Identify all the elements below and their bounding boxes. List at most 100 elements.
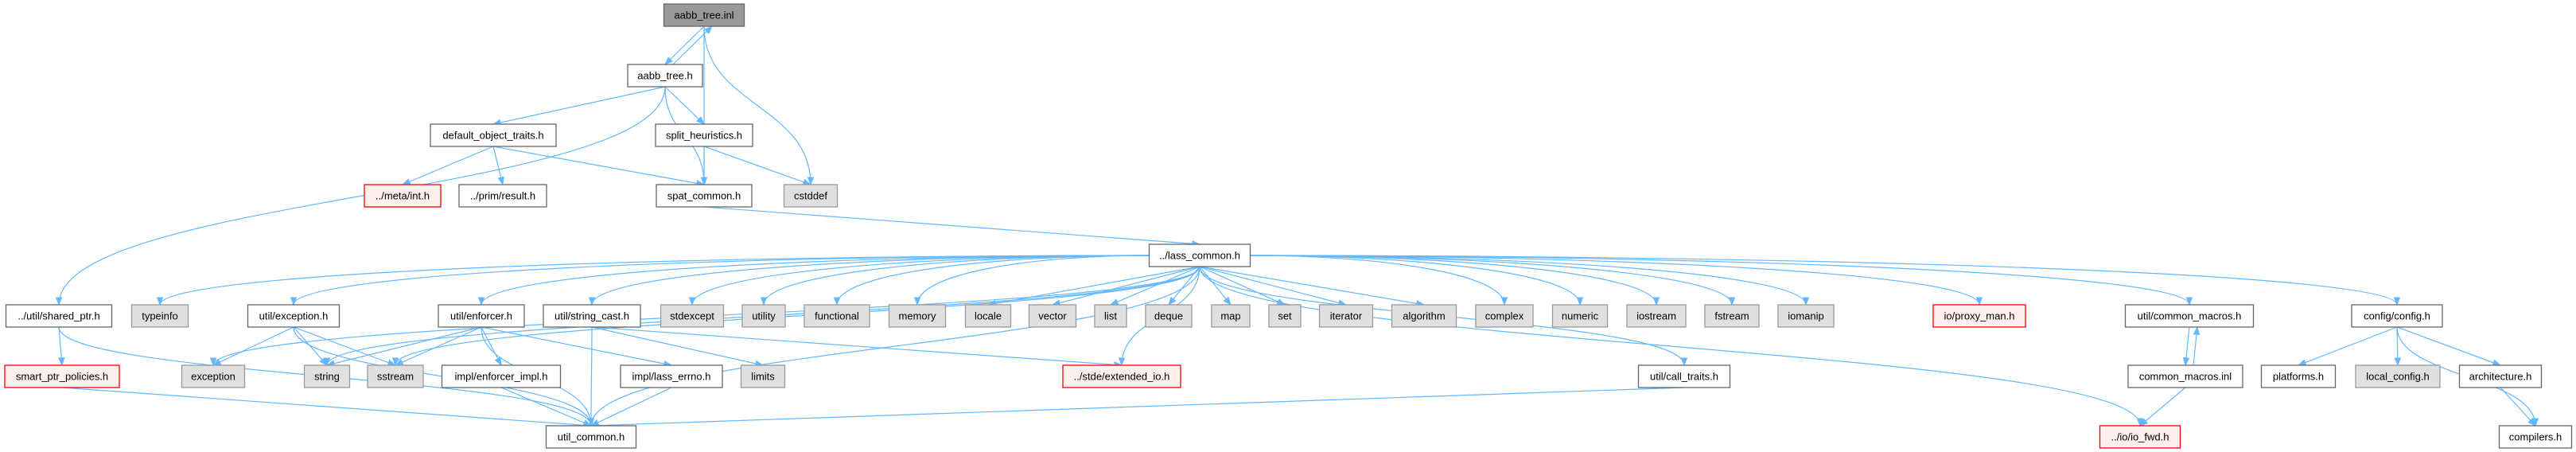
graph-node-proxyman[interactable]: io/proxy_man.h	[1932, 304, 2026, 328]
node-label: algorithm	[1403, 310, 1445, 322]
graph-node-numeric: numeric	[1551, 304, 1609, 328]
graph-node-vector: vector	[1028, 304, 1077, 328]
edge-lass-to-proxyman	[1250, 255, 1983, 306]
node-label: config/config.h	[2364, 310, 2430, 322]
graph-node-spat[interactable]: spat_common.h	[656, 184, 753, 208]
graph-node-fstream: fstream	[1704, 304, 1760, 328]
node-box	[2498, 425, 2573, 449]
graph-node-sharedptr[interactable]: ../util/shared_ptr.h	[5, 304, 113, 328]
graph-node-localcfg: local_config.h	[2355, 364, 2441, 388]
edge-lass-to-set	[1199, 266, 1286, 306]
nodes-layer: aabb_tree.inl aabb_tree.h default_object_t…	[4, 3, 2573, 449]
graph-node-typeinfo: typeinfo	[130, 304, 189, 328]
node-label: iterator	[1330, 310, 1363, 322]
edge-split-to-cstddef	[703, 146, 812, 185]
graph-node-enfimpl[interactable]: impl/enforcer_impl.h	[441, 364, 562, 388]
node-box	[1475, 304, 1534, 328]
graph-node-extio[interactable]: ../stde/extended_io.h	[1062, 364, 1181, 388]
node-box	[2355, 364, 2441, 388]
graph-node-inl[interactable]: aabb_tree.inl	[663, 3, 745, 27]
edge-enforcer-to-enfimpl	[481, 326, 502, 366]
edge-lass-to-fstream	[1250, 255, 1736, 306]
graph-node-cmacinl[interactable]: common_macros.inl	[2127, 364, 2243, 388]
edge-enfimpl-to-utilcommon	[500, 387, 592, 427]
edge-exch-to-exception	[212, 326, 294, 366]
graph-node-utility: utility	[741, 304, 786, 328]
edge-aabbh-to-dot	[492, 86, 666, 127]
node-box	[4, 364, 120, 388]
graph-node-errno[interactable]: impl/lass_errno.h	[620, 364, 723, 388]
edge-config-to-localcfg	[2394, 326, 2402, 367]
node-box	[1626, 304, 1687, 328]
graph-node-string: string	[303, 364, 351, 388]
edge-lass-to-utility	[760, 255, 1150, 306]
node-box	[303, 364, 351, 388]
edge-exch-to-string	[293, 326, 328, 366]
node-label: ../util/shared_ptr.h	[18, 310, 99, 322]
edge-strcast-to-limits	[591, 326, 765, 368]
graph-node-aabbh[interactable]: aabb_tree.h	[627, 64, 703, 88]
edge-errno-to-utilcommon	[590, 387, 672, 427]
node-label: set	[1278, 310, 1292, 322]
graph-node-calltraits[interactable]: util/call_traits.h	[1637, 364, 1731, 388]
graph-node-iofwd[interactable]: ../io/io_fwd.h	[2099, 425, 2181, 449]
node-label: memory	[899, 310, 936, 322]
graph-node-map: map	[1211, 304, 1251, 328]
node-label: compilers.h	[2509, 431, 2562, 443]
node-box	[1211, 304, 1251, 328]
node-label: default_object_traits.h	[442, 130, 543, 142]
graph-node-platforms[interactable]: platforms.h	[2260, 364, 2337, 388]
graph-node-config[interactable]: config/config.h	[2351, 304, 2443, 328]
graph-node-enforcer[interactable]: util/enforcer.h	[438, 304, 525, 328]
graph-node-complex: complex	[1475, 304, 1534, 328]
graph-node-result[interactable]: ../prim/result.h	[458, 184, 547, 208]
graph-node-compilers[interactable]: compilers.h	[2498, 425, 2573, 449]
node-box	[627, 64, 703, 88]
node-box	[1551, 304, 1609, 328]
node-label: map	[1220, 310, 1240, 322]
graph-node-arch[interactable]: architecture.h	[2458, 364, 2543, 388]
node-box	[545, 425, 637, 449]
node-label: iostream	[1636, 310, 1676, 322]
node-label: impl/enforcer_impl.h	[454, 371, 547, 383]
graph-node-exch[interactable]: util/exception.h	[247, 304, 340, 328]
node-box	[1094, 304, 1127, 328]
node-box	[783, 184, 839, 208]
edge-cmacinl-to-iofwd	[2139, 387, 2186, 427]
graph-node-dot[interactable]: default_object_traits.h	[430, 123, 557, 147]
node-label: numeric	[1562, 310, 1599, 322]
edge-lass-to-list	[1110, 266, 1200, 306]
edge-lass-to-typeinfo	[156, 255, 1150, 306]
node-label: deque	[1154, 310, 1183, 322]
node-box	[1145, 304, 1193, 328]
node-box	[364, 184, 442, 208]
edge-lass-to-utilcommon	[587, 266, 1200, 427]
node-box	[130, 304, 189, 328]
node-box	[1148, 244, 1251, 267]
edge-calltraits-to-utilcommon	[590, 387, 1685, 429]
edge-enforcer-to-string	[325, 326, 482, 367]
graph-node-strcast[interactable]: util/string_cast.h	[543, 304, 641, 328]
edge-inl-to-cstddef	[703, 25, 815, 186]
node-box	[1391, 304, 1457, 328]
graph-node-cmacros[interactable]: util/common_macros.h	[2124, 304, 2255, 328]
node-box	[1637, 364, 1731, 388]
graph-node-lass[interactable]: ../lass_common.h	[1148, 244, 1251, 267]
node-box	[2260, 364, 2337, 388]
node-box	[2124, 304, 2255, 328]
node-box	[458, 184, 547, 208]
edge-lass-to-map	[1199, 266, 1232, 306]
graph-node-smartptr[interactable]: smart_ptr_policies.h	[4, 364, 120, 388]
graph-node-exception: exception	[181, 364, 246, 388]
graph-node-metaint[interactable]: ../meta/int.h	[364, 184, 442, 208]
node-label: architecture.h	[2469, 371, 2532, 383]
graph-node-split[interactable]: split_heuristics.h	[655, 123, 753, 147]
node-label: ../stde/extended_io.h	[1074, 371, 1170, 383]
node-box	[2458, 364, 2543, 388]
graph-node-iomanip: iomanip	[1777, 304, 1835, 328]
node-label: aabb_tree.inl	[674, 10, 733, 21]
graph-node-utilcommon[interactable]: util_common.h	[545, 425, 637, 449]
edge-arch-to-compilers	[2500, 387, 2536, 427]
edge-inl-to-aabbh	[664, 25, 705, 65]
edge-cmacinl-to-cmacros	[2193, 325, 2200, 366]
